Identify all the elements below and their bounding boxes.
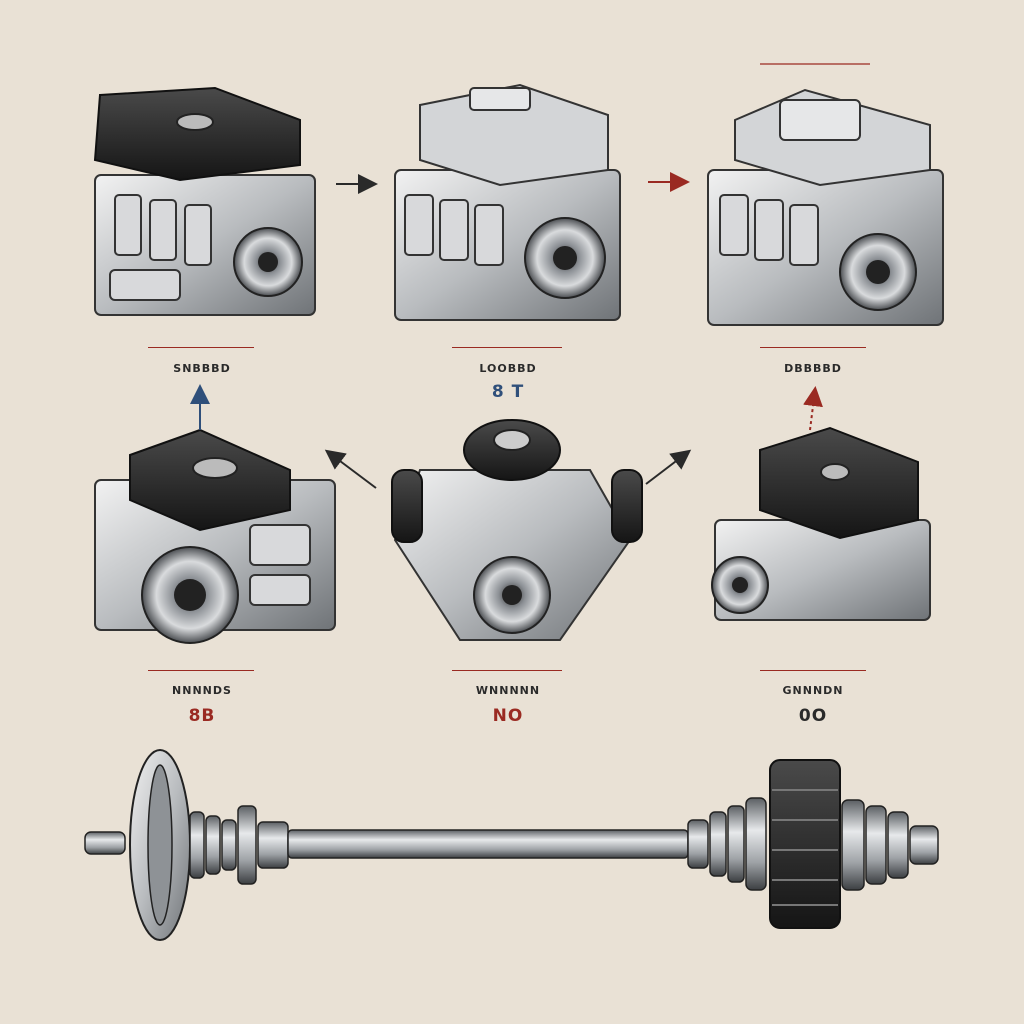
divider-rule: [452, 670, 562, 671]
module-caption: LOOBBD: [479, 362, 537, 375]
module-code: 0O: [798, 706, 828, 726]
module-caption: NNNNDS: [172, 684, 232, 697]
module-caption: WNNNNN: [475, 684, 541, 697]
engine-1-image: [93, 86, 316, 316]
module-caption: DBBBBD: [784, 362, 842, 375]
engine-5-image: [391, 419, 643, 641]
engine-2-image: [394, 83, 621, 321]
module-code: 8B: [188, 706, 216, 726]
module-code: NO: [492, 706, 524, 726]
divider-rule: [760, 347, 866, 348]
divider-rule: [148, 670, 254, 671]
arrow-up-left-icon: [324, 449, 377, 489]
engine-3-image: [707, 88, 944, 326]
divider-rule: [148, 347, 254, 348]
divider-rule: [760, 670, 866, 671]
engine-4-image: [94, 428, 336, 644]
module-caption: GNNNDN: [782, 684, 844, 697]
drive-shaft-image: [84, 749, 939, 941]
module-caption: SNBBBD: [173, 362, 231, 375]
arrow-up-right-icon: [645, 449, 692, 485]
module-code: 8 T: [491, 382, 525, 402]
arrow-up-red-icon: [803, 386, 823, 431]
divider-rule: [452, 347, 562, 348]
engine-6-image: [711, 426, 931, 621]
